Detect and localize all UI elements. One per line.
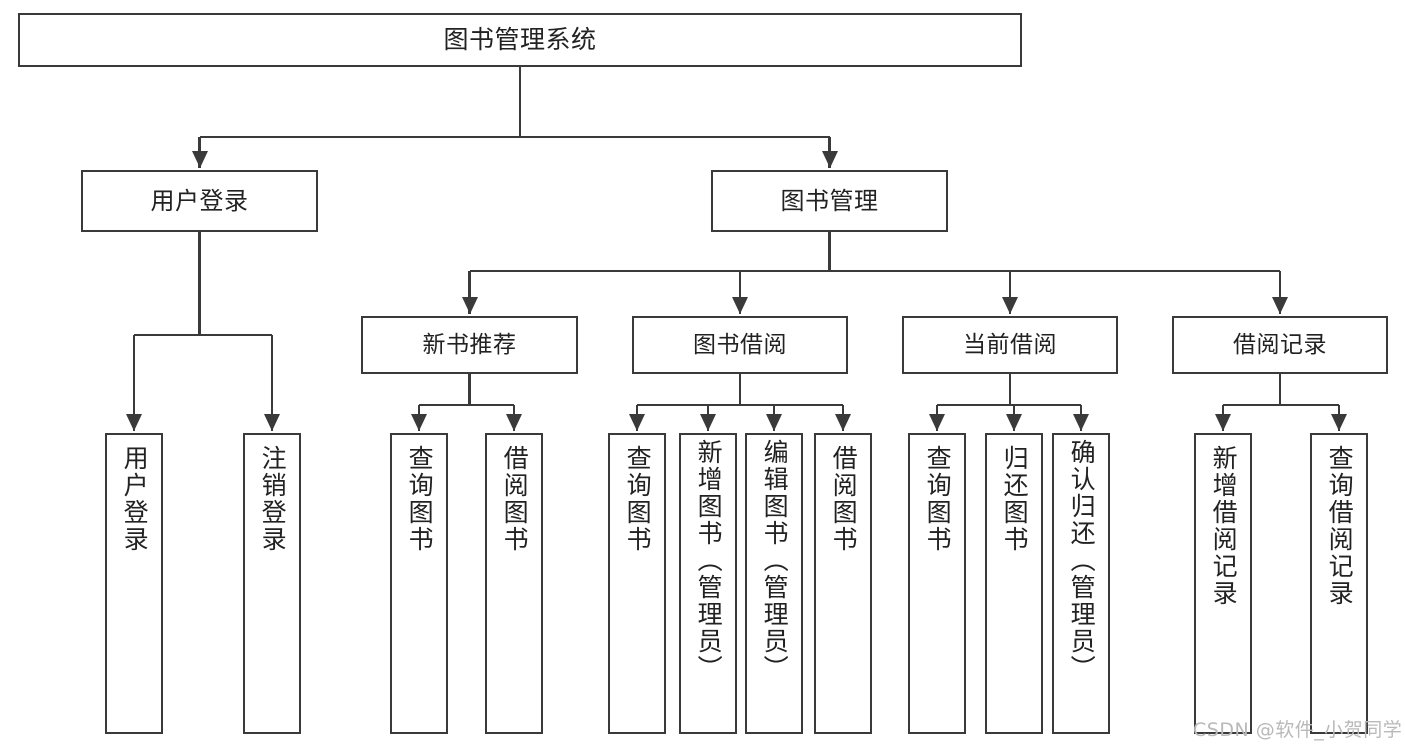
node-book-borrow[interactable]: 图书借阅	[632, 316, 848, 374]
node-leaf-borrow-book-1[interactable]: 借阅图书	[485, 433, 543, 734]
connector-to-current-borrow	[1008, 271, 1012, 314]
node-label: 查询图书	[623, 445, 653, 553]
node-leaf-logout[interactable]: 注销登录	[243, 433, 301, 734]
csdn-watermark: CSDN @软件_小贺同学	[1193, 719, 1403, 741]
node-label: 新增借阅记录	[1209, 445, 1239, 607]
arrow-head-icon	[929, 414, 945, 431]
node-leaf-user-login[interactable]: 用户登录	[105, 433, 163, 734]
node-label: 查询借阅记录	[1325, 445, 1355, 607]
node-label: 图书管理	[780, 187, 879, 215]
connector-current-borrow-stem	[1008, 374, 1012, 405]
arrow-head-icon	[1272, 297, 1288, 314]
connector-to-leaf-user-login	[132, 335, 136, 431]
node-label: 确认归还（管理员）	[1067, 439, 1097, 682]
node-current-borrow[interactable]: 当前借阅	[902, 316, 1118, 374]
node-label: 图书借阅	[693, 331, 787, 358]
connector-current-borrow-bus	[937, 403, 1081, 407]
connector-book-borrow-stem	[738, 374, 742, 405]
node-label: 新增图书（管理员）	[694, 439, 724, 682]
arrow-head-icon	[629, 414, 645, 431]
connector-level3-bus	[469, 269, 1280, 273]
arrow-head-icon	[191, 151, 208, 168]
arrow-head-icon	[126, 414, 142, 431]
node-leaf-confirm-return[interactable]: 确认归还（管理员）	[1052, 433, 1110, 734]
connector-new-book-recommend-bus	[419, 403, 514, 407]
node-leaf-add-borrow-record[interactable]: 新增借阅记录	[1194, 433, 1252, 734]
arrow-head-icon	[1002, 297, 1018, 314]
node-leaf-query-book-3[interactable]: 查询图书	[908, 433, 966, 734]
node-label: 借阅图书	[500, 445, 530, 553]
arrow-head-icon	[1331, 414, 1347, 431]
node-label: 查询图书	[923, 445, 953, 553]
node-label: 借阅图书	[829, 445, 859, 553]
node-label: 注销登录	[258, 445, 288, 553]
arrow-head-icon	[1215, 414, 1231, 431]
arrow-head-icon	[821, 151, 838, 168]
connector-user-login-stem	[198, 232, 201, 335]
connector-borrow-record-bus	[1223, 403, 1339, 407]
connector-borrow-record-stem	[1278, 374, 1282, 405]
node-label: 编辑图书（管理员）	[760, 439, 790, 682]
connector-user-login-bus	[134, 333, 272, 337]
connector-to-leaf-logout	[270, 335, 274, 431]
arrow-head-icon	[461, 297, 478, 314]
arrow-head-icon	[732, 297, 748, 314]
node-leaf-return-book[interactable]: 归还图书	[985, 433, 1043, 734]
connector-to-new-book-recommend	[468, 271, 471, 314]
node-leaf-edit-book[interactable]: 编辑图书（管理员）	[745, 433, 803, 734]
node-root[interactable]: 图书管理系统	[18, 13, 1022, 67]
node-leaf-borrow-book-2[interactable]: 借阅图书	[814, 433, 872, 734]
node-label: 用户登录	[120, 445, 150, 553]
node-label: 归还图书	[1000, 445, 1030, 553]
connector-bookmgmt-stem	[828, 232, 831, 271]
arrow-head-icon	[835, 414, 851, 431]
node-borrow-record[interactable]: 借阅记录	[1172, 316, 1388, 374]
arrow-head-icon	[700, 414, 716, 431]
node-leaf-add-book[interactable]: 新增图书（管理员）	[679, 433, 737, 734]
node-book-management[interactable]: 图书管理	[711, 170, 948, 232]
node-label: 查询图书	[405, 445, 435, 553]
node-leaf-query-book-1[interactable]: 查询图书	[390, 433, 448, 734]
node-label: 图书管理系统	[443, 25, 597, 55]
node-leaf-query-borrow-record[interactable]: 查询借阅记录	[1310, 433, 1368, 734]
node-leaf-query-book-2[interactable]: 查询图书	[608, 433, 666, 734]
arrow-head-icon	[411, 414, 427, 431]
node-new-book-recommend[interactable]: 新书推荐	[361, 316, 578, 374]
connector-root-bus	[199, 135, 830, 139]
node-user-login[interactable]: 用户登录	[81, 170, 318, 232]
node-label: 用户登录	[150, 187, 249, 215]
node-label: 新书推荐	[422, 331, 517, 358]
connector-to-borrow-record	[1278, 271, 1282, 314]
connector-root-stem	[518, 67, 522, 137]
connector-new-book-recommend-stem	[468, 374, 471, 405]
connector-book-borrow-bus	[637, 403, 843, 407]
connector-to-book-borrow	[738, 271, 742, 314]
arrow-head-icon	[506, 414, 522, 431]
arrow-head-icon	[1006, 414, 1022, 431]
node-label: 借阅记录	[1233, 331, 1327, 358]
arrow-head-icon	[264, 414, 280, 431]
arrow-head-icon	[766, 414, 782, 431]
arrow-head-icon	[1073, 414, 1089, 431]
node-label: 当前借阅	[963, 331, 1057, 358]
